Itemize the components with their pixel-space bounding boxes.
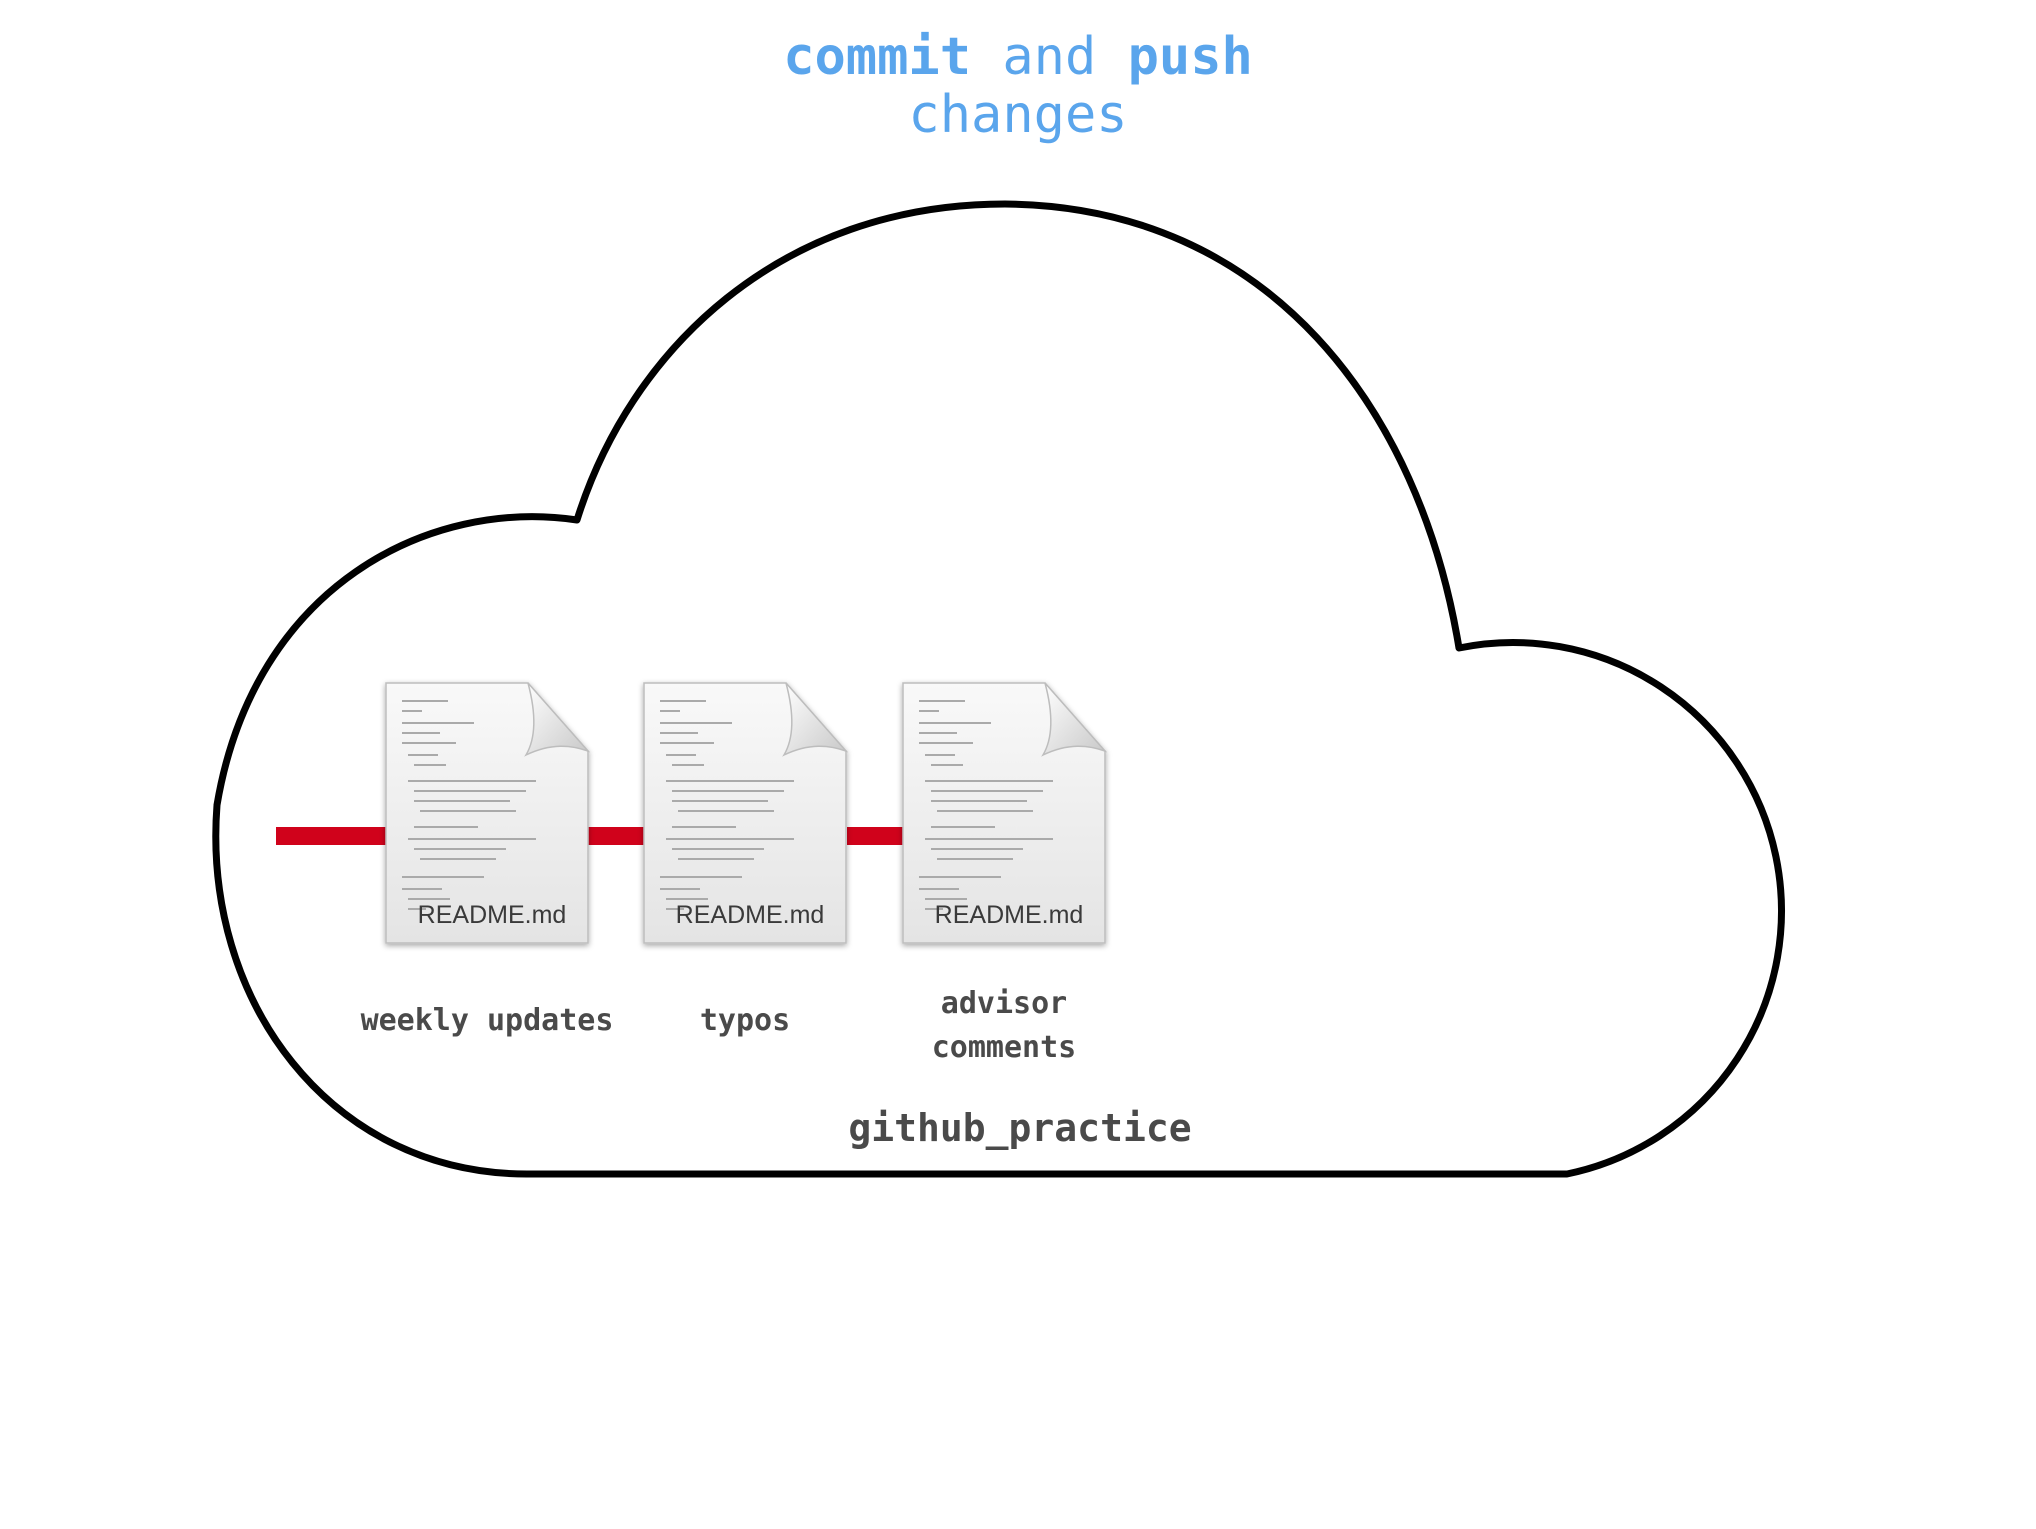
title-changes: changes	[908, 85, 1128, 145]
code-lines	[402, 700, 536, 910]
commit-label-comments: comments	[932, 1030, 1077, 1065]
title-push: push	[1127, 27, 1253, 87]
diagram-title: commit and push changes	[0, 28, 2036, 144]
commit-label-advisor: advisor	[941, 986, 1067, 1021]
commit-node-2: README.md	[643, 682, 849, 944]
commit-label-typos: typos	[700, 1003, 790, 1038]
title-commit: commit	[783, 27, 972, 87]
file-name: README.md	[418, 901, 567, 929]
code-lines	[919, 700, 1053, 910]
file-name: README.md	[935, 901, 1084, 929]
branch-line	[276, 827, 903, 845]
commit-node-3: README.md	[902, 682, 1108, 944]
commit-node-1: README.md	[385, 682, 591, 944]
title-and: and	[1002, 27, 1097, 87]
repository-name: github_practice	[848, 1106, 1191, 1150]
commit-label-weekly-updates: weekly updates	[361, 1003, 614, 1038]
code-lines	[660, 700, 794, 910]
file-name: README.md	[676, 901, 825, 929]
